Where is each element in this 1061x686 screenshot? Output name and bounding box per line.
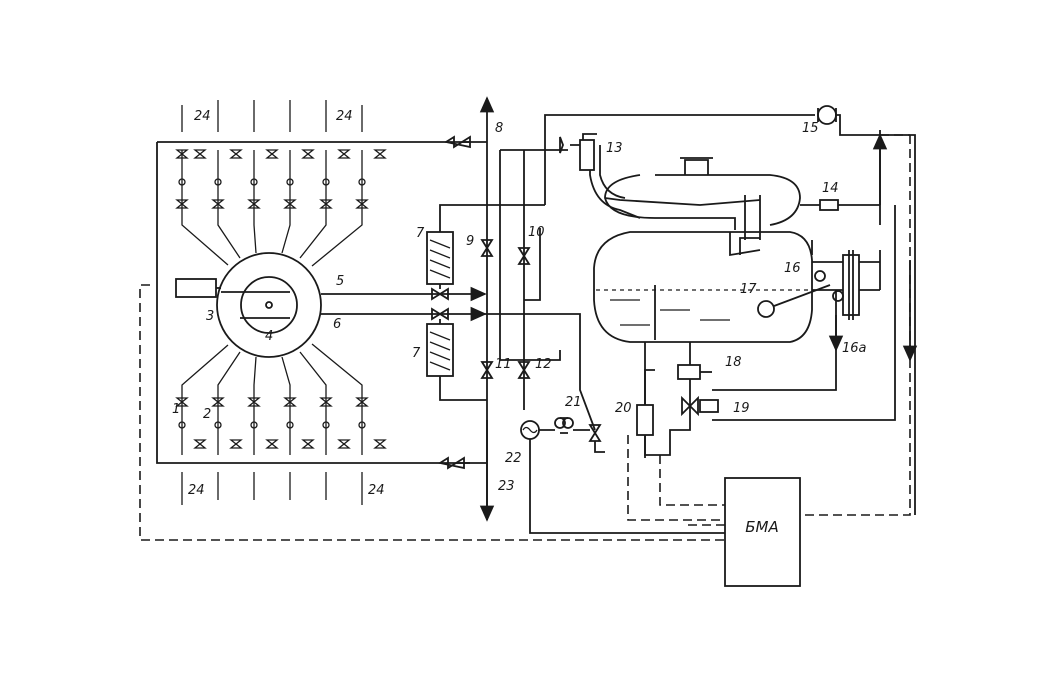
label-13: 13 xyxy=(606,141,623,156)
label-21: 21 xyxy=(565,395,582,410)
valve-19 xyxy=(699,399,719,413)
label-14: 14 xyxy=(822,181,839,196)
label-22: 22 xyxy=(505,451,522,466)
instrumentation xyxy=(544,105,918,516)
distributor-actuator xyxy=(175,278,217,298)
label-18: 18 xyxy=(725,355,742,370)
drain-section xyxy=(520,342,725,534)
label-9: 9 xyxy=(466,234,474,249)
top-well-branches xyxy=(175,149,387,267)
label-24-top-left: 24 xyxy=(194,109,211,124)
distributor-3 xyxy=(216,252,322,358)
instrument-15 xyxy=(817,105,837,125)
control-unit-bma xyxy=(724,477,801,587)
gas-meter-14 xyxy=(819,199,839,211)
inlet-device-13 xyxy=(579,139,595,171)
control-lines xyxy=(139,284,725,541)
label-12: 12 xyxy=(535,357,552,372)
label-11: 11 xyxy=(495,357,512,372)
label-24-top-right: 24 xyxy=(336,109,353,124)
label-6: 6 xyxy=(333,317,341,332)
label-7-bottom: 7 xyxy=(412,346,421,361)
label-5: 5 xyxy=(336,274,344,289)
label-24-bottom-right: 24 xyxy=(368,483,385,498)
label-2: 2 xyxy=(203,407,211,422)
label-7-top: 7 xyxy=(416,226,425,241)
valve-18 xyxy=(677,364,701,380)
label-20: 20 xyxy=(615,401,632,416)
float-17 xyxy=(757,300,775,318)
outlet-lines xyxy=(321,204,596,431)
label-16: 16 xyxy=(784,261,801,276)
label-10: 10 xyxy=(528,225,545,240)
level-gauge-16 xyxy=(842,254,860,316)
label-1: 1 xyxy=(172,402,180,417)
label-8: 8 xyxy=(495,121,503,136)
label-23: 23 xyxy=(498,479,515,494)
well-manifold xyxy=(156,100,487,505)
label-17: 17 xyxy=(740,282,757,297)
label-3: 3 xyxy=(206,309,214,324)
label-24-bottom-left: 24 xyxy=(188,483,205,498)
label-19: 19 xyxy=(733,401,750,416)
label-4: 4 xyxy=(265,329,273,344)
main-line-8-23 xyxy=(479,96,568,522)
callout-labels: 1 2 3 4 5 6 7 7 8 9 10 11 12 13 14 15 16… xyxy=(172,109,867,498)
bottom-well-branches xyxy=(175,343,387,455)
device-20 xyxy=(636,404,654,436)
label-15: 15 xyxy=(802,121,819,136)
separator xyxy=(559,133,813,343)
label-16a: 16а xyxy=(842,341,867,356)
control-unit-label: БМА xyxy=(745,518,779,536)
